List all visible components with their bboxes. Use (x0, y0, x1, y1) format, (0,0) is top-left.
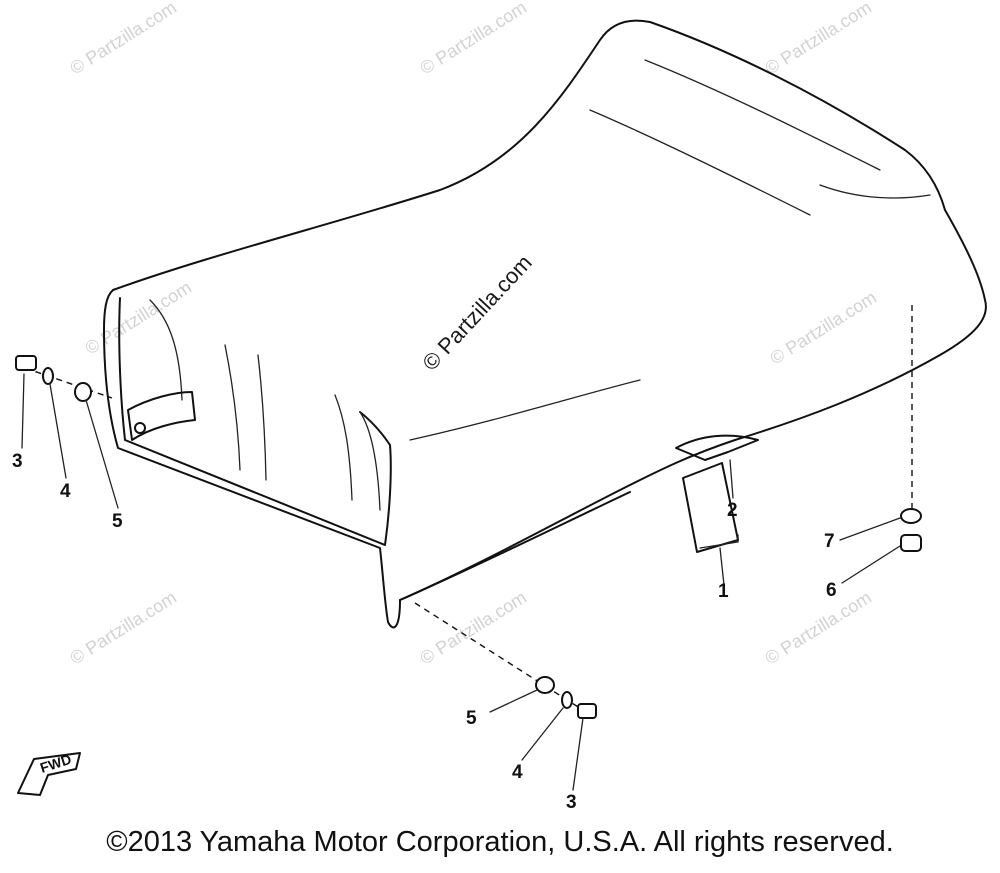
assembly-line (24, 367, 113, 399)
front-bracket (127, 391, 196, 441)
bottom-hardware (535, 676, 597, 719)
callout-5-bottom: 5 (466, 708, 477, 729)
seat-crease (644, 59, 881, 171)
callout-7: 7 (824, 531, 835, 552)
callout-6: 6 (826, 580, 837, 601)
seat-crease (409, 379, 641, 441)
seat-crease (819, 184, 931, 199)
fwd-arrow-shape (17, 752, 81, 796)
collar-left (74, 382, 92, 402)
seat-crease (589, 109, 811, 216)
callout-5: 5 (112, 511, 123, 532)
seat-front-face (103, 289, 401, 629)
assembly-line (414, 602, 587, 713)
right-hardware (900, 508, 922, 552)
watermark: © Partzilla.com (67, 0, 180, 78)
leader-line (49, 383, 67, 479)
callout-4: 4 (60, 481, 71, 502)
watermark: © Partzilla.com (767, 287, 880, 368)
seat-bottom-edge (399, 491, 631, 601)
fwd-label: FWD (38, 751, 73, 776)
collar-bottom (535, 676, 555, 694)
callout-4-bottom: 4 (512, 762, 523, 783)
watermark: © Partzilla.com (762, 587, 875, 668)
fwd-arrow: FWD (17, 751, 81, 796)
leader-line (521, 707, 564, 761)
callout-3-bottom: 3 (566, 792, 577, 813)
leader-line (729, 459, 734, 499)
seat-top-outline (112, 19, 987, 601)
watermark: © Partzilla.com (762, 0, 875, 78)
watermark: © Partzilla.com (417, 587, 530, 668)
seat (103, 19, 987, 629)
watermark: © Partzilla.com (82, 277, 195, 358)
bolt-bottom (577, 703, 597, 719)
washer-bottom (561, 691, 573, 709)
leader-lines (21, 373, 901, 791)
side-hook (675, 434, 759, 461)
leader-line (699, 534, 739, 586)
left-hardware (15, 355, 92, 402)
callout-2: 2 (727, 500, 738, 521)
watermark: © Partzilla.com (67, 587, 180, 668)
leader-line (841, 545, 901, 584)
callout-1: 1 (718, 581, 729, 602)
nut-right (900, 534, 922, 552)
leader-line (839, 517, 901, 541)
leader-line (21, 373, 25, 449)
watermark-main: © Partzilla.com (417, 250, 536, 375)
seat-inner-ridge (334, 394, 381, 511)
leader-line (85, 399, 119, 509)
watermark: © Partzilla.com (417, 0, 530, 78)
callout-3: 3 (12, 451, 23, 472)
washer-left (42, 367, 54, 385)
seat-inner-ridge (224, 344, 267, 481)
leader-line (489, 689, 538, 713)
washer-right (900, 508, 922, 524)
copyright-notice: ©2013 Yamaha Motor Corporation, U.S.A. A… (106, 826, 894, 858)
callouts: 3 4 5 2 1 7 6 5 4 3 (12, 451, 837, 813)
bolt-left (15, 355, 37, 371)
leader-line (572, 717, 584, 791)
seat-inner-curve (149, 299, 183, 401)
seat-inner-rim (118, 297, 392, 546)
bracket-hole (134, 422, 146, 434)
